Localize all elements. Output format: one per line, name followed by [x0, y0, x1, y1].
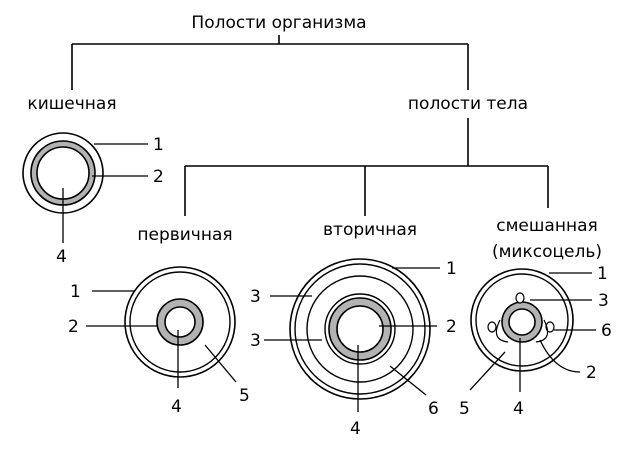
top-bracket — [71, 35, 469, 90]
num-label: 1 — [446, 259, 457, 279]
num-label: 4 — [513, 399, 524, 419]
num-label: 2 — [153, 167, 164, 187]
primary-cavity-figure: 1 2 4 5 — [68, 266, 250, 417]
label-secondary: вторичная — [323, 220, 417, 240]
num-label: 3 — [250, 287, 261, 307]
num-label: 5 — [459, 399, 470, 419]
num-label: 1 — [153, 135, 164, 155]
num-label: 4 — [350, 419, 361, 439]
membrane-fold — [535, 319, 549, 343]
label-intestinal: кишечная — [27, 94, 116, 114]
label-mixocoel: (миксоцель) — [492, 242, 602, 262]
membrane-fold — [495, 319, 509, 343]
label-mixed: смешанная — [496, 216, 597, 236]
num-label: 2 — [446, 317, 457, 337]
num-label: 2 — [586, 363, 597, 383]
num-label: 4 — [56, 247, 67, 267]
diagram-title: Полости организма — [191, 13, 366, 33]
num-label: 2 — [68, 317, 79, 337]
second-bracket — [184, 118, 549, 216]
num-label: 1 — [70, 282, 81, 302]
secondary-cavity-figure: 1 3 3 2 4 6 — [250, 258, 457, 439]
coelom-remnant — [487, 321, 497, 333]
gut-lumen — [508, 308, 536, 336]
gut-lumen — [336, 305, 384, 353]
label-primary: первичная — [137, 225, 232, 245]
num-label: 6 — [428, 399, 439, 419]
num-label: 4 — [171, 397, 182, 417]
intestinal-cavity-figure: 1 2 4 — [22, 132, 164, 267]
coelom-remnant — [515, 292, 525, 304]
gut-lumen — [164, 306, 196, 338]
num-label: 3 — [250, 331, 261, 351]
label-body-cavities: полости тела — [408, 94, 528, 114]
coelom-remnant — [545, 321, 555, 333]
mixed-cavity-figure: 1 3 6 2 4 5 — [459, 264, 612, 419]
num-label: 6 — [601, 321, 612, 341]
num-label: 1 — [597, 264, 608, 284]
num-label: 3 — [598, 291, 609, 311]
num-label: 5 — [239, 386, 250, 406]
